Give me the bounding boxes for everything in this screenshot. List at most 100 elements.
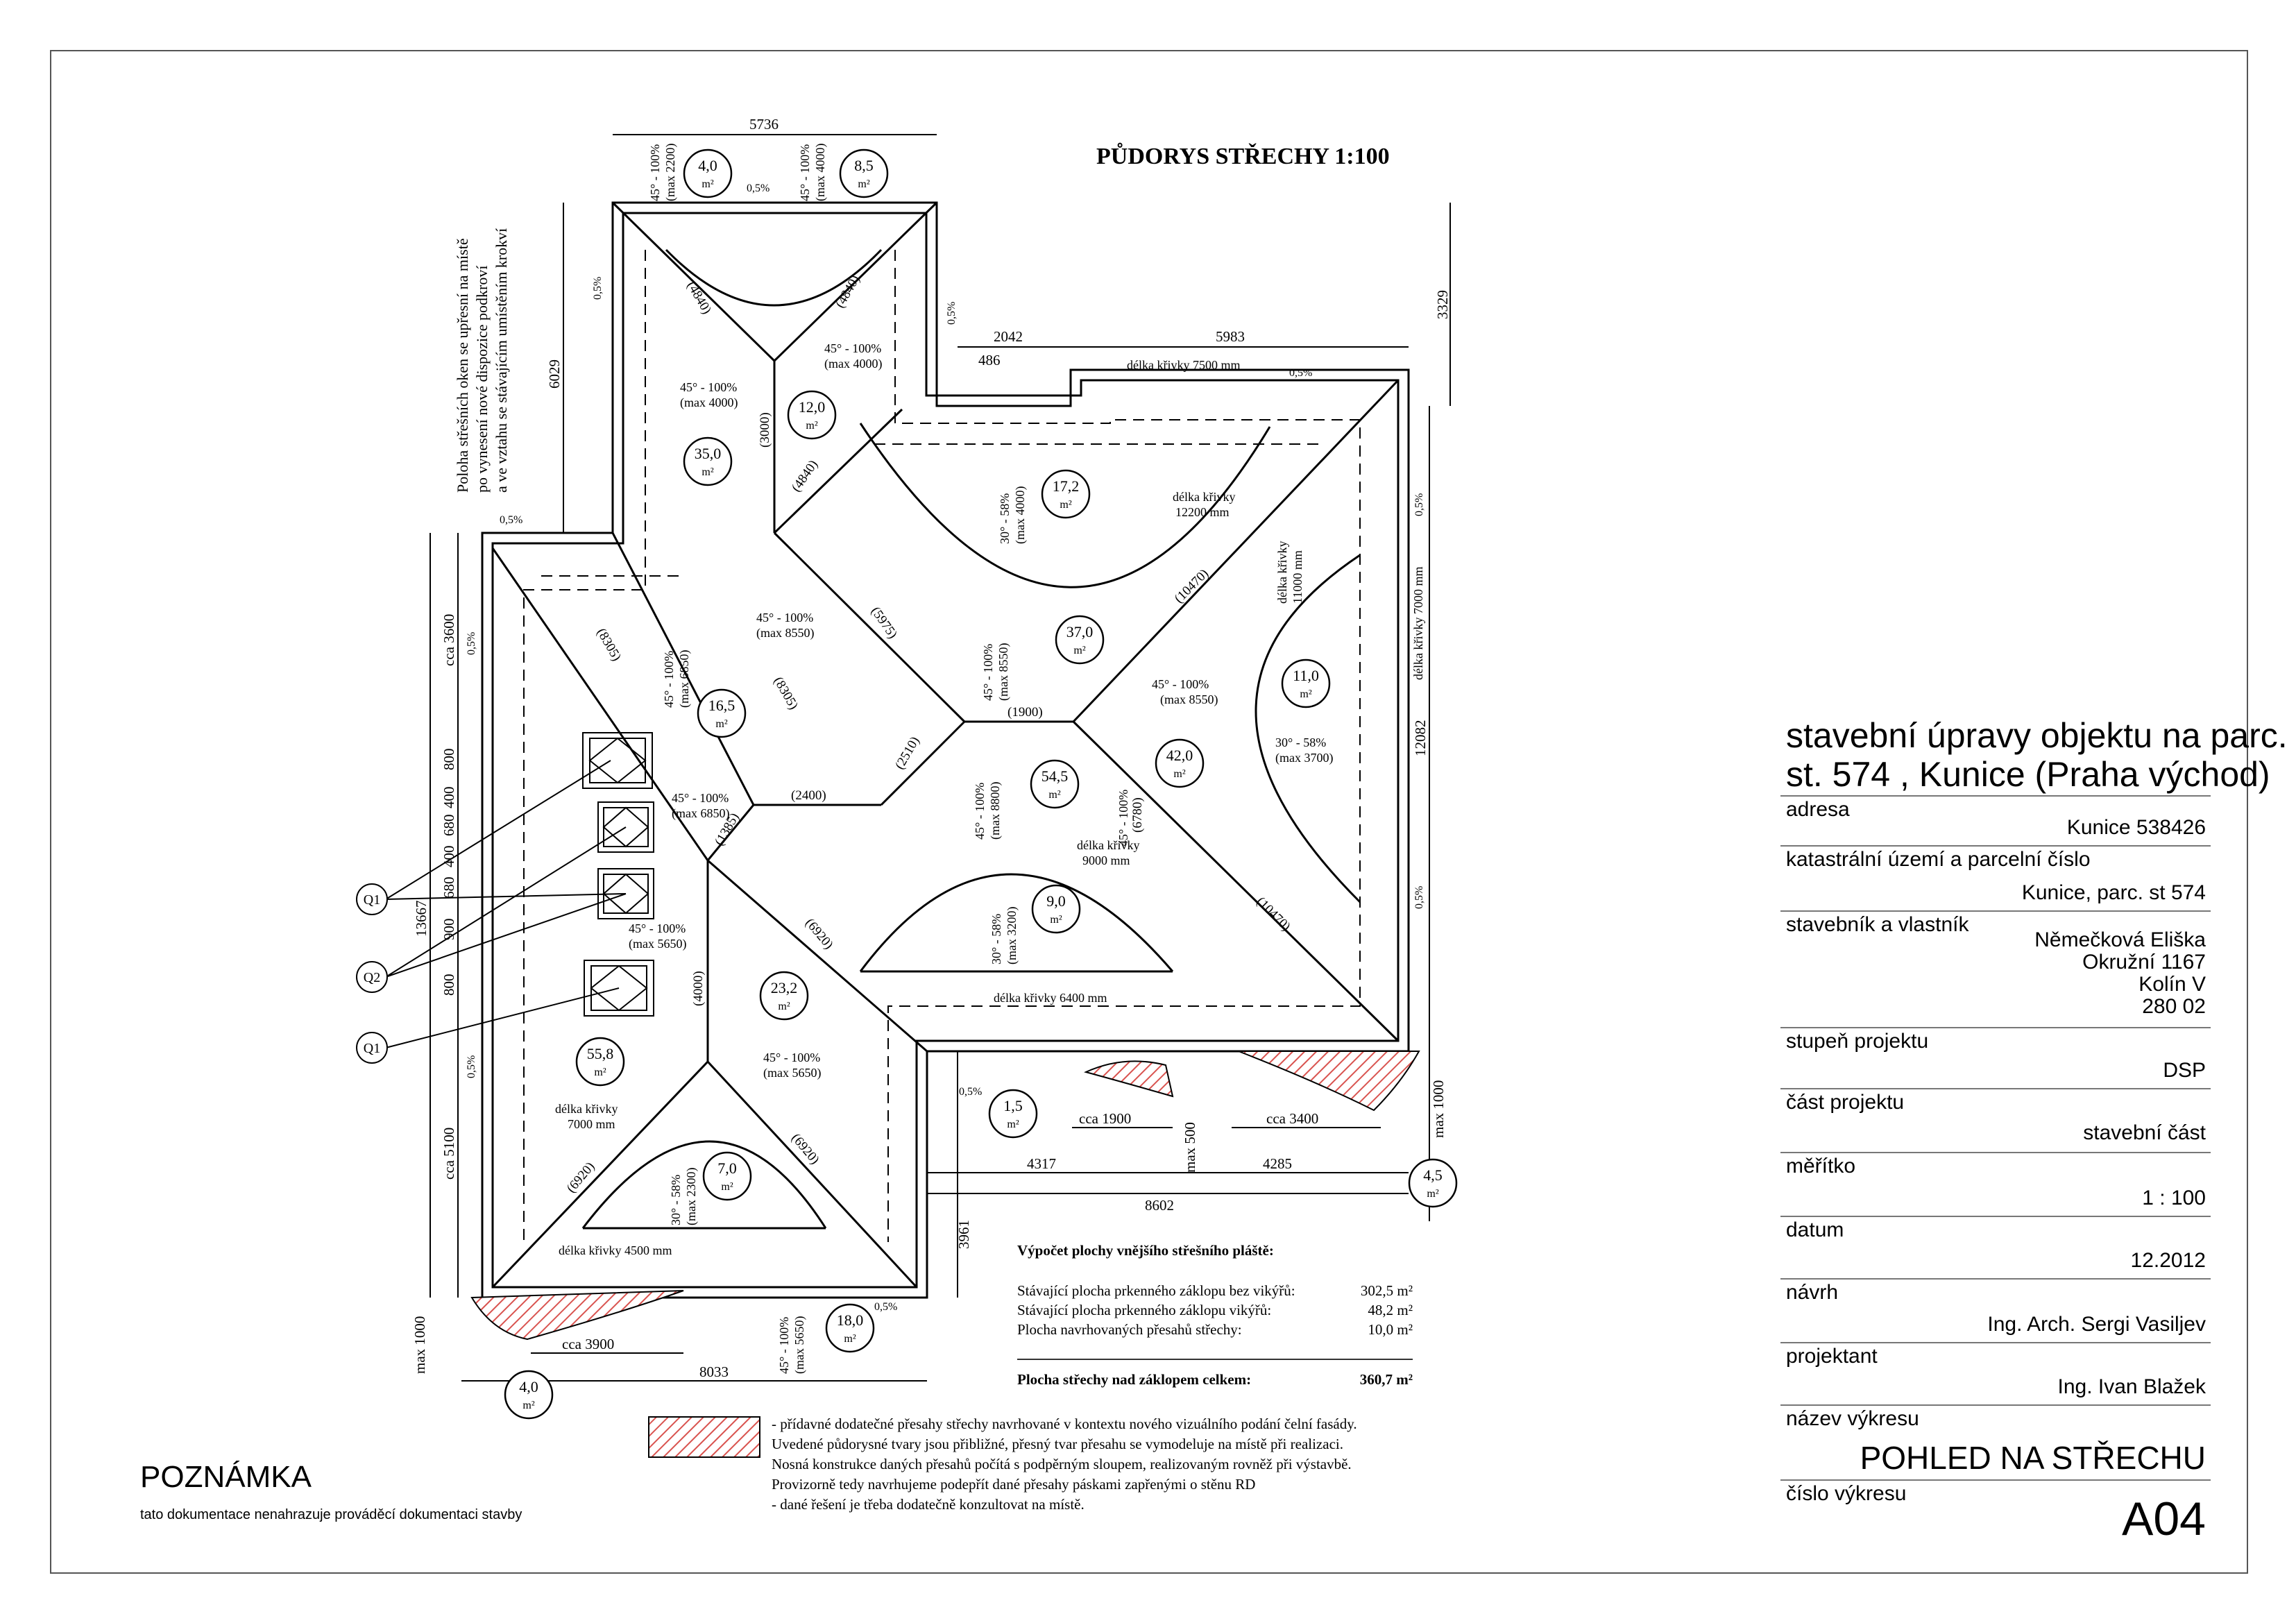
ridge-length: (4000) [691,971,706,1006]
curve-label: délka křivky [1275,541,1289,604]
dim-label: 900 [441,919,457,941]
title-block-divider [1780,1404,2211,1406]
dim-label: 486 [978,352,1001,368]
curve-label: délka křivky [555,1102,618,1116]
dim-label: 2042 [994,328,1023,345]
dim-label: 5736 [749,116,779,133]
legend-line: - dané řešení je třeba dodatečně konzult… [772,1496,1085,1513]
area-unit: m² [594,1067,606,1078]
gutter-slope: 0,5% [466,632,477,655]
area-circle [787,390,837,440]
ridge-line [706,1060,918,1289]
slope-label: 45° - 100% [824,341,881,355]
ridge-length: (2400) [791,788,826,803]
area-unit: m² [1007,1119,1019,1130]
legend-line: Nosná konstrukce daných přesahů počítá s… [772,1456,1352,1472]
area-value: 1,5 [1003,1097,1023,1114]
dim-label: cca 3600 [441,614,457,666]
owner-line: Kolín V [2138,973,2206,996]
ridge-line [491,1060,709,1289]
dim-label: 5983 [1216,328,1245,345]
ridge-length: (10470) [1253,894,1293,934]
gutter-dashed [523,250,646,1242]
gutter-dashed [887,250,1361,1242]
callout-label: Q1 [364,892,380,908]
address-value: Kunice 538426 [2066,816,2206,839]
area-circle [825,1303,875,1353]
area-circle [697,688,747,738]
ridge-lengths: (4840) (4840) (4840) (3000) (5975) (1047… [564,273,1293,1196]
slope-label: 45° - 100% [1152,677,1209,691]
slope-labels: 45° - 100% (max 2200) 45° - 100% (max 40… [629,144,1333,1374]
drawing-frame [50,50,2248,1574]
curve-label: délka křivky 6400 mm [994,991,1107,1005]
slope-label: 45° - 100% [973,783,987,840]
gutter-slope: 0,5% [1289,367,1312,379]
area-circle [1281,658,1331,708]
dim-label: 3329 [1434,290,1451,319]
ridge-line [880,720,966,806]
area-value: 8,5 [854,157,874,174]
roof-ridges [491,201,1400,1289]
date-label: datum [1786,1218,1844,1241]
slope-label: 45° - 100% [680,380,737,394]
slope-label: (max 2300) [684,1168,699,1225]
area-unit: m² [1050,914,1062,926]
dim-label: 680 [441,877,457,899]
area-value: 55,8 [587,1045,614,1062]
area-unit: m² [806,420,817,432]
area-unit: m² [701,466,713,478]
area-circle [1155,738,1205,788]
slope-label: 45° - 100% [763,1051,820,1064]
title-block-divider [1780,845,2211,847]
ridge-line [1072,379,1400,723]
dim-label: cca 1900 [1079,1110,1131,1127]
dormer-curve [859,873,1174,972]
slope-label: 30° - 58% [669,1175,683,1225]
legend-hatch-swatch [648,1416,760,1458]
area-circle [988,1089,1038,1139]
area-unit: m² [1300,688,1311,700]
legend-line: - přídavné dodatečné přesahy střechy nav… [772,1416,1357,1432]
slope-label: (max 4000) [680,396,738,410]
gutter-slope: 0,5% [747,182,769,194]
curve-label: 11000 mm [1291,550,1304,604]
dormers [581,248,1361,1230]
slope-label: 45° - 100% [672,791,729,805]
window-note-line: Poloha střešních oken se upřesní na míst… [454,238,471,493]
slope-label: 30° - 58% [1275,736,1326,749]
curve-label: délka křivky [1173,490,1235,504]
area-value: 35,0 [695,445,722,462]
ridge-length: (4840) [789,457,821,495]
legend-line: Provizorně tedy navrhujeme podepřít dané… [772,1476,1256,1493]
area-value: 17,2 [1053,477,1080,495]
drawing-name-label: název výkresu [1786,1407,1919,1430]
ridge-length: (2510) [892,734,923,772]
gutter-slope: 0,5% [959,1086,982,1098]
area-circle [504,1370,554,1420]
ridge-line [611,532,755,806]
area-circle [575,1037,625,1087]
slope-label: 45° - 100% [981,644,995,701]
gutter-slope: 0,5% [500,514,522,526]
calc-total: Plocha střechy nad záklopem celkem: 360,… [1017,1359,1413,1389]
calc-label: Stávající plocha prkenného záklopu vikýř… [1017,1302,1272,1318]
gutter-slope: 0,5% [946,302,958,325]
area-unit: m² [715,718,727,730]
slope-label: 30° - 58% [998,493,1012,544]
slope-label: (max 8800) [988,782,1003,840]
dim-label: cca 5100 [441,1128,457,1180]
dim-label: 8033 [699,1363,729,1380]
ridge-length: (6920) [788,1131,822,1167]
slope-label: (max 8550) [756,626,814,640]
overhang-hatch [1238,1051,1420,1112]
roof-window [584,960,654,1017]
dim-label: 800 [441,749,457,771]
slope-label: (max 4000) [824,357,882,371]
gutter-slope: 0,5% [1413,493,1425,516]
ridge-length: (10470) [1172,566,1211,606]
area-value: 4,5 [1423,1166,1443,1184]
area-unit: m² [1073,645,1085,656]
title-block-divider [1780,910,2211,912]
